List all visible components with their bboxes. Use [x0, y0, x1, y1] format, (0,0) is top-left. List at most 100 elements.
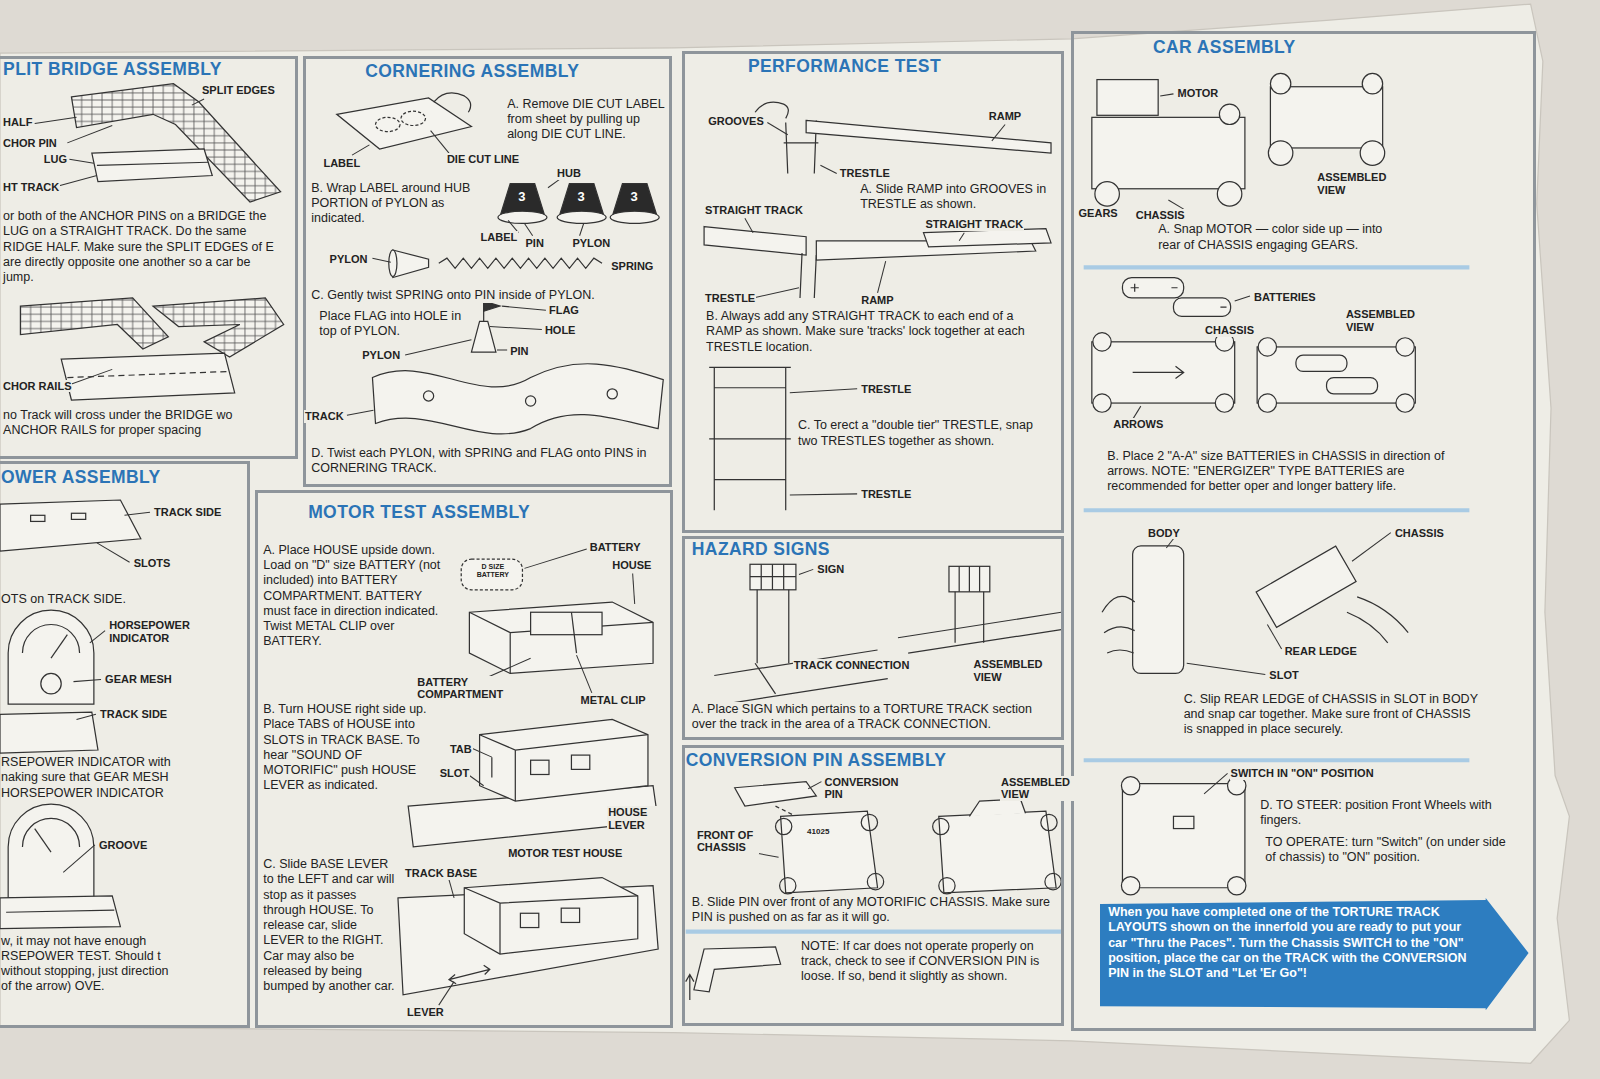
leader-line	[1352, 533, 1391, 562]
section-heading: PERFORMANCE TEST	[748, 56, 941, 77]
part-label: SLOTS	[133, 557, 172, 570]
leader-line	[490, 327, 542, 330]
step-text: TO OPERATE: turn "Switch" (on under side…	[1265, 835, 1515, 866]
car-drawing	[1228, 877, 1246, 895]
part-label: ARROWS	[1112, 418, 1164, 431]
motor-test-drawing	[531, 612, 602, 634]
cornering-drawing	[610, 211, 659, 223]
leader-line	[1267, 624, 1281, 648]
horsepower-drawing	[41, 673, 61, 693]
callout-number: 3	[630, 190, 639, 205]
performance-drawing	[704, 102, 1051, 510]
horsepower-drawing	[51, 635, 67, 658]
conversion-pin-drawing	[735, 782, 817, 806]
part-label: SIGN	[816, 563, 845, 576]
motor-test-drawing	[469, 612, 653, 673]
step-text: C. Slide BASE LEVER to the LEFT and car …	[263, 857, 396, 994]
cornering-drawing	[471, 321, 495, 352]
conversion-pin-drawing	[939, 811, 1056, 893]
car-drawing	[1097, 80, 1158, 116]
cornering-drawing	[607, 389, 617, 399]
cornering-drawing	[393, 250, 429, 278]
leader-line	[820, 165, 836, 173]
cornering-drawing	[401, 111, 425, 125]
cornering-drawing	[337, 93, 664, 434]
leader-line	[878, 261, 886, 293]
cornering-drawing	[557, 211, 606, 223]
horsepower-drawing	[31, 515, 45, 521]
car-drawing	[1256, 546, 1356, 627]
part-label: DIE CUT LINE	[446, 153, 520, 166]
part-label: SPRING	[610, 260, 654, 273]
part-label: PIN	[509, 345, 529, 358]
leader-line	[90, 631, 105, 643]
part-label: BODY	[1147, 527, 1181, 540]
motor-test-drawing	[480, 719, 648, 801]
car-drawing	[1327, 378, 1378, 394]
conversion-pin-drawing	[1041, 814, 1057, 830]
part-label: SWITCH IN "ON" POSITION	[1230, 767, 1375, 780]
leader-line	[799, 569, 813, 574]
part-label: HOLE	[544, 324, 577, 337]
car-drawing	[1219, 104, 1239, 124]
part-label: LEVER	[406, 1006, 445, 1019]
section-panel: CAR ASSEMBLYA. Snap MOTOR — color side u…	[1071, 31, 1535, 1031]
part-label: TRESTLE	[839, 167, 891, 180]
leader-line	[59, 176, 97, 186]
horsepower-drawing	[22, 624, 79, 653]
car-drawing	[1131, 284, 1227, 307]
part-label: BATTERY COMPARTMENT	[416, 676, 520, 701]
leader-line	[124, 512, 150, 515]
step-text: B. Slide PIN over front of any MOTORIFIC…	[692, 895, 1054, 926]
leader-line	[405, 340, 471, 355]
part-label: TRACK BASE	[404, 867, 478, 880]
car-drawing	[1095, 182, 1119, 206]
car-drawing	[1270, 73, 1290, 93]
car-drawing	[1121, 777, 1139, 795]
leader-line	[469, 776, 483, 786]
section-heading: OWER ASSEMBLY	[1, 467, 160, 488]
leader-line	[439, 982, 454, 1005]
part-label: METAL CLIP	[580, 694, 647, 707]
section-heading: MOTOR TEST ASSEMBLY	[308, 502, 530, 523]
car-drawing	[1362, 73, 1382, 93]
part-label: RAMP	[988, 110, 1022, 123]
motor-test-drawing	[464, 888, 637, 954]
part-label: MOTOR TEST HOUSE	[507, 847, 623, 860]
leader-line	[753, 288, 799, 298]
leader-line	[808, 782, 821, 789]
motor-test-drawing	[531, 760, 549, 774]
car-drawing	[1258, 338, 1276, 356]
performance-drawing	[806, 120, 1051, 153]
horsepower-drawing	[0, 896, 120, 929]
conversion-pin-drawing	[780, 878, 796, 894]
car-drawing	[1133, 366, 1184, 378]
car-drawing	[1396, 338, 1414, 356]
car-drawing	[1215, 394, 1233, 412]
paper-sheet	[0, 4, 1569, 1063]
horsepower-drawing	[0, 712, 98, 753]
part-label: SPLIT EDGES	[201, 84, 276, 97]
horsepower-drawing	[71, 513, 85, 519]
section-heading: PLIT BRIDGE ASSEMBLY	[3, 59, 222, 80]
step-text: D. TO STEER: position Front Wheels with …	[1260, 798, 1505, 829]
car-drawing	[1258, 394, 1276, 412]
hazard-sign-drawing	[898, 612, 1061, 653]
step-text: C. To erect a "double tier" TRESTLE, sna…	[798, 418, 1043, 449]
part-label: LABEL	[322, 157, 361, 170]
cornering-drawing	[376, 117, 400, 131]
hazard-sign-drawing	[983, 592, 984, 643]
performance-drawing	[709, 367, 791, 510]
cornering-drawing	[423, 391, 433, 401]
step-text: C. Slip REAR LEDGE of CHASSIS in SLOT in…	[1184, 692, 1480, 738]
cornering-drawing	[337, 98, 472, 149]
part-label: BATTERIES	[1253, 291, 1317, 304]
part-label: TRACK SIDE	[99, 708, 168, 721]
bridge-drawing	[153, 298, 284, 357]
conversion-pin-drawing	[686, 782, 1062, 1000]
step-text: Place FLAG into HOLE in top of PYLON.	[319, 309, 462, 340]
leader-line	[524, 223, 532, 235]
part-label: CONVERSION PIN	[823, 776, 917, 801]
section-heading: CORNERING ASSEMBLY	[365, 61, 579, 82]
